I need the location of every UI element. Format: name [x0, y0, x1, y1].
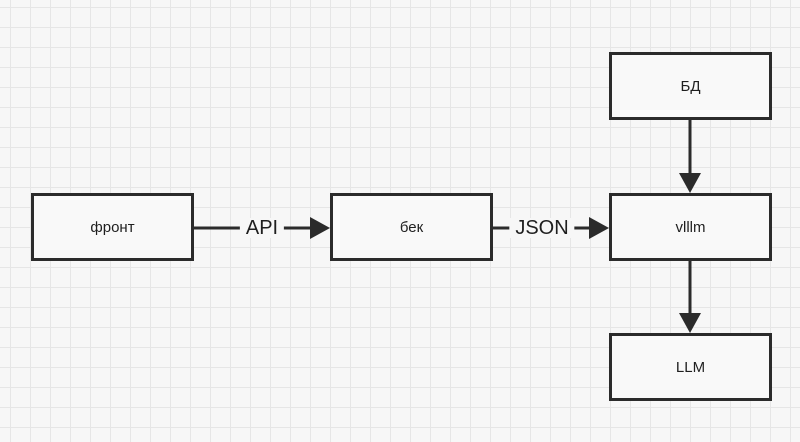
node-db[interactable]: БД [609, 52, 772, 120]
node-front-label: фронт [90, 218, 135, 236]
edge-label-json: JSON [509, 218, 575, 238]
node-vllm[interactable]: vlllm [609, 193, 772, 261]
edge-label-api: API [239, 218, 285, 238]
node-front[interactable]: фронт [31, 193, 194, 261]
arrowhead-front-to-back [310, 217, 330, 239]
node-db-label: БД [680, 77, 701, 95]
arrowhead-back-to-vllm [589, 217, 609, 239]
node-llm-label: LLM [675, 358, 706, 376]
arrowhead-db-to-vllm [679, 173, 701, 193]
arrowhead-vllm-to-llm [679, 313, 701, 333]
node-llm[interactable]: LLM [609, 333, 772, 401]
node-vllm-label: vlllm [675, 218, 706, 236]
node-back[interactable]: бек [330, 193, 493, 261]
node-back-label: бек [399, 218, 424, 236]
